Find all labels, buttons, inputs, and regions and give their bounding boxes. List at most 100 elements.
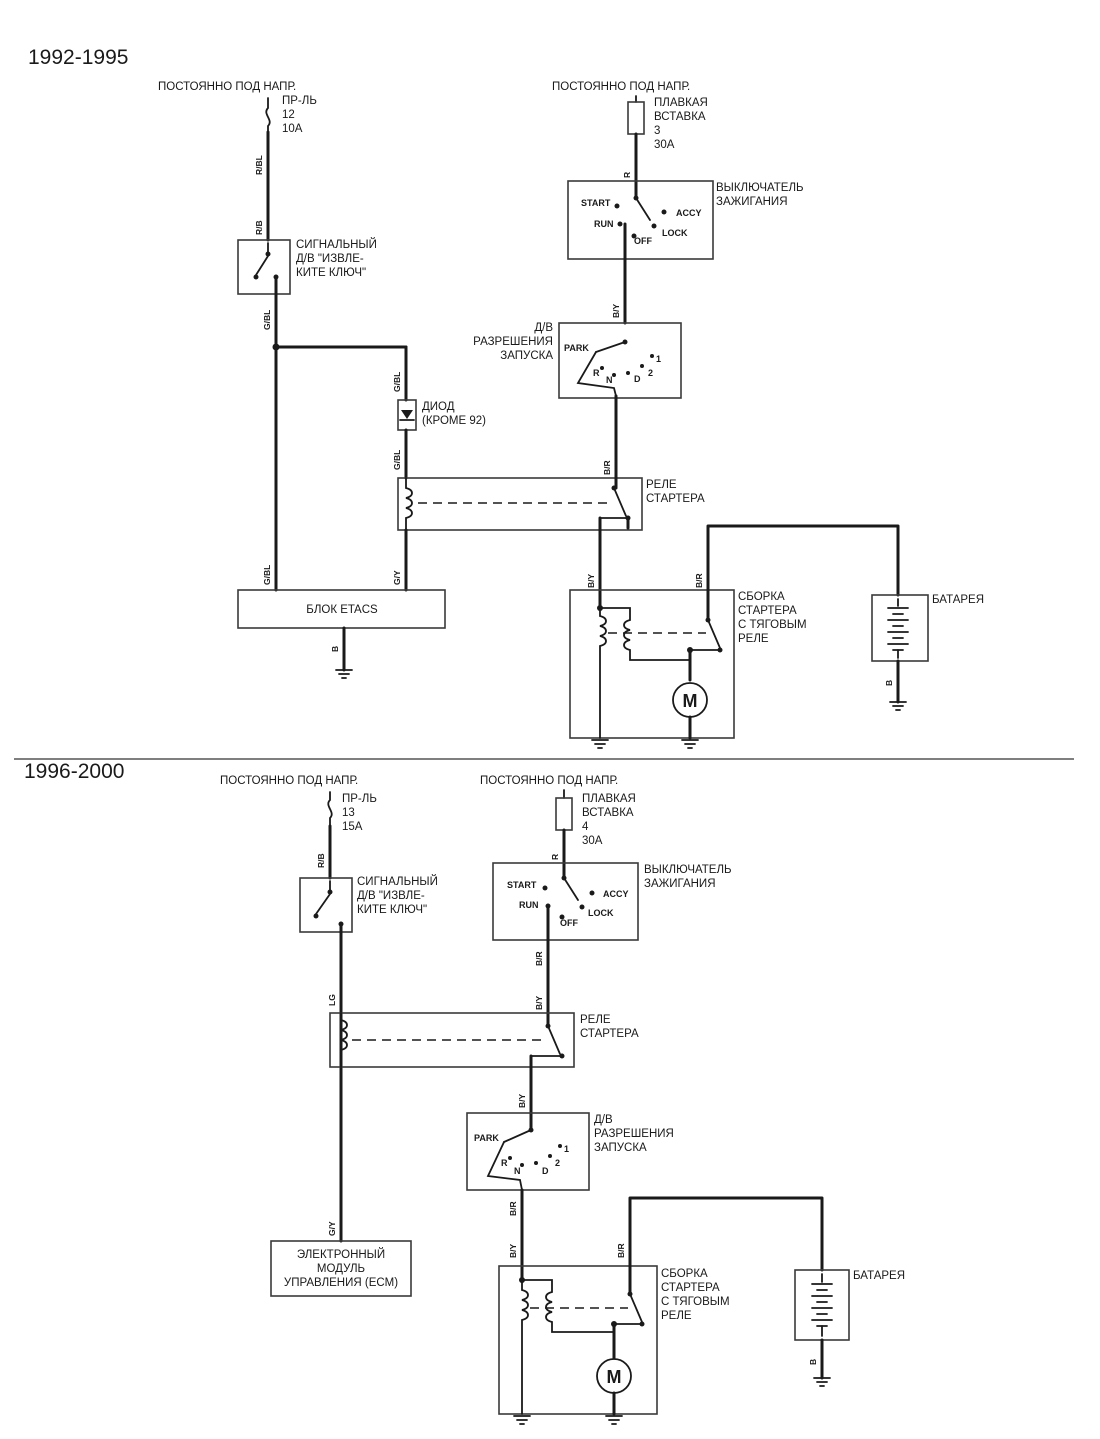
- ground-icon: [605, 1415, 623, 1425]
- switch-pos-lock: LOCK: [662, 228, 688, 238]
- relay-coil-icon: [340, 1012, 348, 1068]
- battery-icon: [811, 1273, 833, 1337]
- wire-code-gbl-b: G/BL: [392, 372, 402, 392]
- switch-pos-accy: ACCY: [603, 889, 629, 899]
- key-reminder-label-2: Д/В "ИЗВЛЕ-: [357, 890, 425, 902]
- ignition-label-1: ВЫКЛЮЧАТЕЛЬ: [716, 182, 804, 194]
- starter-assembly: [498, 1265, 658, 1415]
- key-reminder-label-2: Д/В "ИЗВЛЕ-: [296, 253, 364, 265]
- park-neutral-label-2: РАЗРЕШЕНИЯ: [594, 1128, 674, 1140]
- wire-code-rb: R/B: [316, 853, 326, 868]
- park-neutral-contact: [595, 341, 626, 353]
- fuse-name: ПР-ЛЬ: [342, 793, 377, 805]
- starter-assembly-label-3: С ТЯГОВЫМ: [661, 1296, 730, 1308]
- fusible-link-rating: 30А: [582, 835, 603, 847]
- year-label-1992: 1992-1995: [28, 46, 128, 69]
- starter-relay-label-1: РЕЛЕ: [646, 479, 677, 491]
- wire-code-lg: LG: [327, 994, 337, 1006]
- battery: [871, 594, 929, 662]
- park-neutral-switch: [558, 322, 682, 399]
- diode-label: ДИОД: [422, 401, 455, 413]
- park-neutral-label-2: РАЗРЕШЕНИЯ: [473, 336, 553, 348]
- wire-code-gy: G/Y: [392, 570, 402, 585]
- diode-note: (КРОМЕ 92): [422, 415, 486, 427]
- park-neutral-label-3: ЗАПУСКА: [500, 350, 553, 362]
- ignition-label-2: ЗАЖИГАНИЯ: [644, 878, 716, 890]
- relay-coil-icon: [405, 477, 413, 531]
- switch-pos-off: OFF: [634, 236, 652, 246]
- starter-relay-box: [329, 1012, 575, 1068]
- fuse-name: ПР-ЛЬ: [282, 95, 317, 107]
- wire-code-r: R: [622, 172, 632, 178]
- switch-pos-start: START: [581, 198, 611, 208]
- left-supply-label: ПОСТОЯННО ПОД НАПР.: [158, 81, 296, 93]
- etacs-label: БЛОК ETACS: [306, 604, 378, 616]
- wire-code-br-a: B/R: [602, 460, 612, 475]
- gear-1: 1: [656, 354, 661, 364]
- ground-icon: [513, 1415, 531, 1425]
- fusible-link-number: 4: [582, 821, 589, 833]
- ecm-module: [270, 1240, 412, 1297]
- solenoid-contact: [629, 1293, 643, 1323]
- wire-code-by-c: B/Y: [508, 1244, 518, 1259]
- key-reminder-switch: [299, 877, 353, 933]
- gear-r: R: [593, 368, 600, 378]
- wire-code-gbl-c: G/BL: [392, 450, 402, 470]
- wire-code-gbl-a: G/BL: [262, 310, 272, 330]
- wire-code-br-b: B/R: [694, 573, 704, 588]
- key-reminder-label-3: КИТЕ КЛЮЧ": [357, 904, 427, 916]
- fusible-link-rating: 30А: [654, 139, 675, 151]
- wire-code-by-b: B/Y: [517, 1094, 527, 1109]
- starter-assembly-label-4: РЕЛЕ: [661, 1310, 692, 1322]
- wire-br-c: [628, 1196, 824, 1296]
- fuse-number: 13: [342, 807, 355, 819]
- switch-pos-accy: ACCY: [676, 208, 702, 218]
- solenoid-contact: [707, 619, 721, 649]
- ground-icon: [591, 739, 609, 749]
- wire-code-b-batt: B: [808, 1359, 818, 1365]
- wire-code-br-c: B/R: [616, 1243, 626, 1258]
- motor-label: M: [607, 1367, 622, 1387]
- ecm-label-1: ЭЛЕКТРОННЫЙ: [297, 1248, 385, 1261]
- key-reminder-switch: [237, 239, 291, 295]
- fusible-link-icon: [627, 101, 645, 135]
- wire-code-by-b: B/Y: [586, 574, 596, 589]
- fusible-link-label-1: ПЛАВКАЯ: [582, 793, 636, 805]
- relay-contact: [613, 487, 627, 517]
- battery-label: БАТАРЕЯ: [932, 594, 984, 606]
- right-supply-label: ПОСТОЯННО ПОД НАПР.: [480, 775, 618, 787]
- gear-2: 2: [555, 1158, 560, 1168]
- wire-code-by-a: B/Y: [611, 304, 621, 319]
- switch-pos-run: RUN: [594, 219, 614, 229]
- fusible-link-label-2: ВСТАВКА: [582, 807, 634, 819]
- year-label-1996: 1996-2000: [24, 760, 124, 783]
- park-neutral-label-3: ЗАПУСКА: [594, 1142, 647, 1154]
- gear-d: D: [634, 374, 641, 384]
- section-1992-1995: 1992-1995 ПОСТОЯННО ПОД НАПР. ПР-ЛЬ 12 1…: [28, 46, 984, 749]
- starter-assembly-label-2: СТАРТЕРА: [738, 605, 797, 617]
- park-neutral-contact: [503, 1129, 532, 1143]
- starter-relay-label-2: СТАРТЕРА: [580, 1028, 639, 1040]
- park-neutral-switch: [466, 1112, 590, 1191]
- wire-code-br-a: B/R: [534, 951, 544, 966]
- starter-relay-box: [397, 477, 643, 531]
- starter-relay-label-1: РЕЛЕ: [580, 1014, 611, 1026]
- gear-r: R: [501, 1158, 508, 1168]
- gear-2: 2: [648, 368, 653, 378]
- ignition-contact: [563, 877, 579, 901]
- fuse-icon: [265, 97, 271, 133]
- hold-in-coil-icon: [521, 1279, 529, 1415]
- fuse-number: 12: [282, 109, 295, 121]
- wire-code-gbl-d: G/BL: [262, 565, 272, 585]
- gear-park: PARK: [474, 1133, 499, 1143]
- wire-code-gy: G/Y: [327, 1221, 337, 1236]
- switch-pos-off: OFF: [560, 918, 578, 928]
- fusible-link-label-1: ПЛАВКАЯ: [654, 97, 708, 109]
- motor-label: M: [683, 691, 698, 711]
- gear-n: N: [606, 375, 613, 385]
- switch-pos-start: START: [507, 880, 537, 890]
- gear-d: D: [542, 1166, 549, 1176]
- key-reminder-label-1: СИГНАЛЬНЫЙ: [357, 875, 438, 888]
- ground-icon: [889, 701, 907, 711]
